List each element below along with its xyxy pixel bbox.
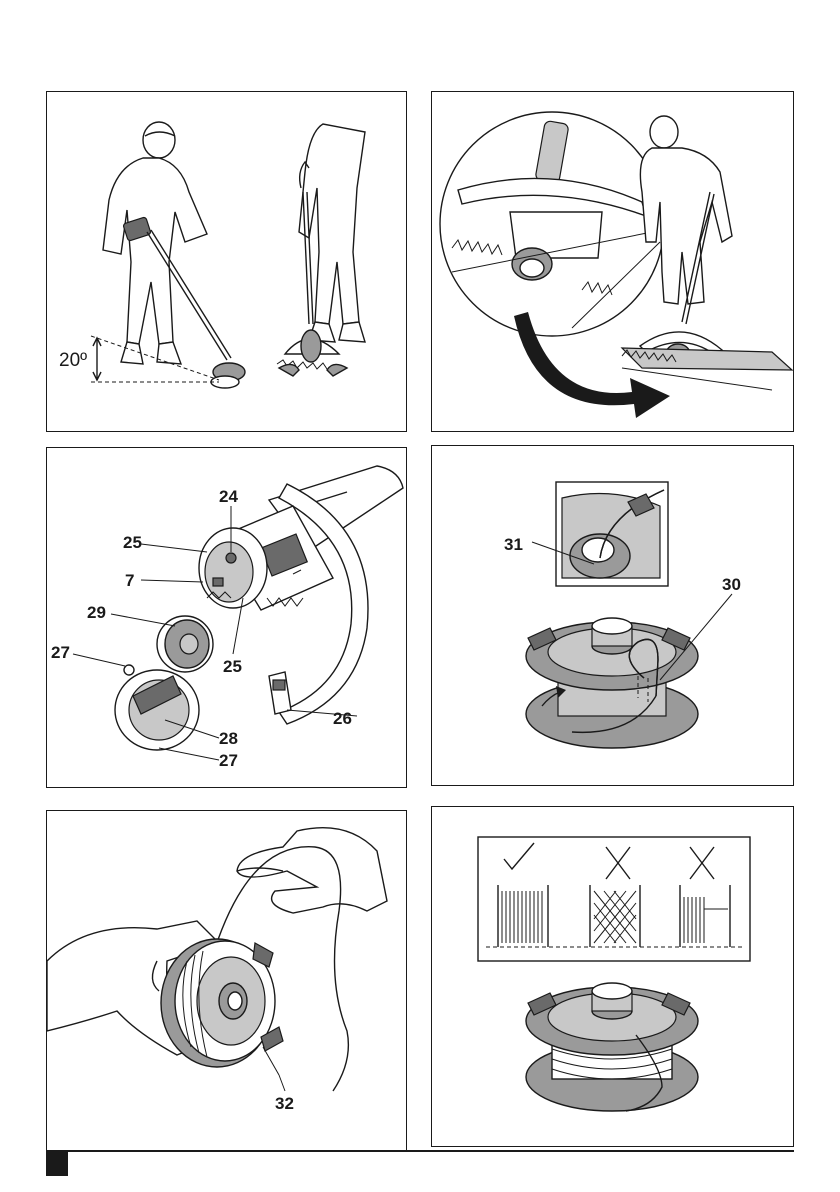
figure-1-drawing: 20º [47, 92, 408, 433]
label-26: 26 [333, 709, 352, 728]
winding-correct [498, 885, 548, 947]
figure-3-drawing: 24 25 7 29 27 25 26 28 27 [47, 448, 408, 789]
label-31: 31 [504, 535, 523, 554]
label-28: 28 [219, 729, 238, 748]
label-27-bottom: 27 [219, 751, 238, 770]
page-footer-tab [46, 1150, 68, 1176]
zoom-detail [452, 120, 660, 328]
cross-icon [690, 847, 714, 879]
label-7: 7 [125, 571, 134, 590]
winding-crossed [590, 885, 640, 947]
check-icon [504, 843, 534, 869]
label-25-top: 25 [123, 533, 142, 552]
operator-figure-right [277, 124, 365, 376]
label-30: 30 [722, 575, 741, 594]
spool-threading [526, 618, 698, 748]
operator-figure-edging [622, 116, 792, 390]
label-24: 24 [219, 487, 238, 506]
figure-4-drawing: 31 30 [432, 446, 795, 787]
figure-6-winding-comparison [431, 806, 794, 1147]
figure-2-edging [431, 91, 794, 432]
spool-wound [161, 939, 283, 1067]
figure-1-operating-position: 20º [46, 91, 407, 432]
spool-cover [115, 665, 199, 750]
label-25-bottom: 25 [223, 657, 242, 676]
label-27-top: 27 [51, 643, 70, 662]
cross-icon [606, 847, 630, 879]
right-hand [237, 828, 387, 913]
figure-5-winding-spool: 32 [46, 810, 407, 1151]
figure-4-spool-threading: 31 30 [431, 445, 794, 786]
figure-6-drawing [432, 807, 795, 1148]
page-footer-rule [46, 1150, 794, 1152]
label-32: 32 [275, 1094, 294, 1113]
edge-guide [269, 672, 291, 714]
spool-correctly-wound [526, 983, 698, 1111]
winding-uneven [680, 885, 730, 947]
figure-3-exploded-head: 24 25 7 29 27 25 26 28 27 [46, 447, 407, 788]
label-29: 29 [87, 603, 106, 622]
operator-figure-left [103, 122, 245, 388]
figure-5-drawing: 32 [47, 811, 408, 1152]
figure-2-drawing [432, 92, 795, 433]
angle-label: 20º [59, 350, 87, 371]
inset-detail [532, 482, 668, 586]
